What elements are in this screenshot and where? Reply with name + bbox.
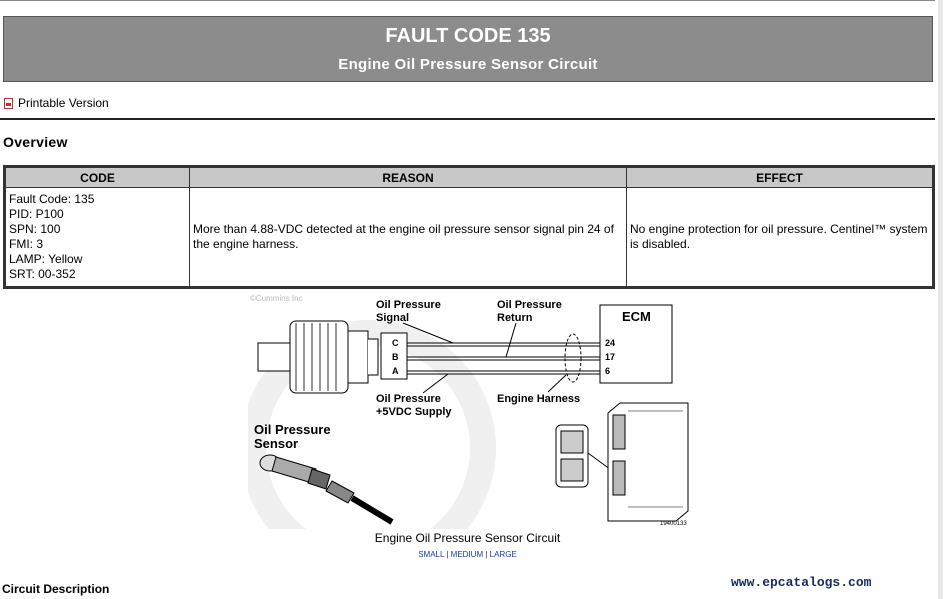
sensor-body-drawing xyxy=(257,320,379,394)
pin-label-b: B xyxy=(392,352,399,362)
pin-label-a: A xyxy=(392,366,399,376)
circuit-diagram: ©Cummins Inc C B A ECM 24 17 6 Oil Press… xyxy=(248,294,689,529)
harness-wires xyxy=(407,342,600,375)
size-large-link[interactable]: LARGE xyxy=(489,550,517,559)
size-separator: | xyxy=(485,550,488,559)
code-line: FMI: 3 xyxy=(9,237,44,251)
sensor-label-line2: Sensor xyxy=(254,436,298,451)
fault-subtitle: Engine Oil Pressure Sensor Circuit xyxy=(338,56,598,73)
code-line: SRT: 00-352 xyxy=(9,267,76,281)
ecm-module-drawing xyxy=(607,402,689,522)
pin-label-6: 6 xyxy=(605,366,610,376)
pdf-icon xyxy=(4,97,13,109)
image-size-links: SMALL | MEDIUM | LARGE xyxy=(0,550,935,559)
printable-version-label: Printable Version xyxy=(18,96,109,110)
fault-code-table: CODE REASON EFFECT Fault Code: 135 PID: … xyxy=(3,165,935,289)
table-row: Fault Code: 135 PID: P100 SPN: 100 FMI: … xyxy=(6,188,932,286)
fault-title: FAULT CODE 135 xyxy=(385,25,551,47)
pin-label-24: 24 xyxy=(605,338,615,348)
reason-text: More than 4.88-VDC detected at the engin… xyxy=(193,222,614,251)
figure-id: 19400133 xyxy=(660,521,687,527)
diagram-caption: Engine Oil Pressure Sensor Circuit xyxy=(374,531,561,545)
ecm-box xyxy=(599,304,673,384)
fault-header: FAULT CODE 135 Engine Oil Pressure Senso… xyxy=(3,16,933,82)
signal-label-line1: Oil Pressure xyxy=(376,299,441,311)
column-header-effect: EFFECT xyxy=(627,168,932,187)
divider xyxy=(0,118,935,120)
site-watermark: www.epcatalogs.com xyxy=(731,575,872,590)
size-small-link[interactable]: SMALL xyxy=(418,550,445,559)
code-line: LAMP: Yellow xyxy=(9,252,83,266)
overview-heading: Overview xyxy=(3,134,68,150)
pin-label-17: 17 xyxy=(605,352,615,362)
sensor-connector xyxy=(380,332,408,380)
return-label-line2: Return xyxy=(497,312,533,324)
return-leader xyxy=(505,322,517,358)
printable-version-link[interactable]: Printable Version xyxy=(4,96,109,110)
harness-shield xyxy=(564,333,582,383)
size-medium-link[interactable]: MEDIUM xyxy=(450,550,484,559)
sensor-photo-drawing xyxy=(259,454,394,525)
code-line: PID: P100 xyxy=(9,207,64,221)
column-header-code: CODE xyxy=(6,168,189,187)
effect-cell: No engine protection for oil pressure. C… xyxy=(627,188,932,286)
ecm-connector-drawing xyxy=(555,424,619,488)
ecm-label: ECM xyxy=(622,309,651,324)
copyright-text: ©Cummins Inc xyxy=(250,294,303,303)
pin-label-c: C xyxy=(392,338,399,348)
effect-text: No engine protection for oil pressure. C… xyxy=(630,222,928,251)
code-line: Fault Code: 135 xyxy=(9,192,95,206)
sensor-label-line1: Oil Pressure xyxy=(254,422,331,437)
return-label-line1: Oil Pressure xyxy=(497,299,562,311)
code-line: SPN: 100 xyxy=(9,222,61,236)
reason-cell: More than 4.88-VDC detected at the engin… xyxy=(190,188,626,286)
harness-leader xyxy=(547,374,567,393)
signal-leader xyxy=(402,322,454,344)
supply-leader xyxy=(422,373,449,394)
supply-label-line1: Oil Pressure xyxy=(376,393,441,405)
top-border xyxy=(0,0,935,1)
harness-label: Engine Harness xyxy=(497,393,580,405)
size-separator: | xyxy=(446,550,449,559)
code-cell: Fault Code: 135 PID: P100 SPN: 100 FMI: … xyxy=(6,188,189,286)
scrollbar[interactable] xyxy=(938,0,943,599)
supply-label-line2: +5VDC Supply xyxy=(376,406,452,418)
circuit-description-heading: Circuit Description xyxy=(2,582,110,596)
signal-label-line2: Signal xyxy=(376,312,409,324)
column-header-reason: REASON xyxy=(190,168,626,187)
